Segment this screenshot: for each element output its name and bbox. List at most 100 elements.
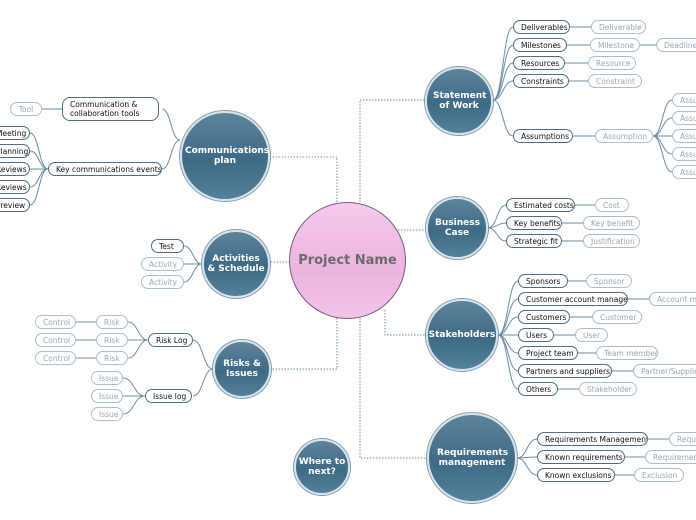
leaf-issue-1[interactable]: Issue: [91, 371, 123, 385]
leaf-requirement[interactable]: Requirement: [645, 450, 696, 464]
leaf-event-reviews-1[interactable]: Reviews: [0, 162, 30, 176]
leaf-key-benefit[interactable]: Key benefit: [583, 216, 640, 230]
subtopic-activity-2-label: Activity: [149, 278, 178, 287]
leaf-justification[interactable]: Justification: [583, 234, 640, 248]
topic-communications-plan[interactable]: Communications plan: [180, 111, 270, 201]
subtopic-resources[interactable]: Resources: [513, 56, 565, 70]
subtopic-estimated-costs[interactable]: Estimated costs: [506, 198, 575, 212]
subtopic-others[interactable]: Others: [518, 382, 558, 396]
subtopic-partners-and-suppliers[interactable]: Partners and suppliers: [518, 364, 612, 378]
topic-where-to-next[interactable]: Where to next?: [294, 439, 350, 495]
link-events-3: [29, 168, 49, 188]
leaf-partner-supplier-label: Partner/Supplier: [641, 367, 696, 376]
leaf-assumption-4-label: Assumption: [680, 150, 696, 159]
topic-requirements-management[interactable]: Requirements management: [427, 413, 517, 503]
subtopic-activity-1[interactable]: Activity: [141, 257, 184, 271]
subtopic-activity-2[interactable]: Activity: [141, 275, 184, 289]
leaf-account-manager-label: Account manager: [657, 295, 696, 304]
leaf-assumption-1-label: Assumption: [680, 96, 696, 105]
leaf-requirements-tool[interactable]: Requirements tool: [669, 432, 696, 446]
topic-statement-of-work[interactable]: Statement of Work: [425, 67, 493, 135]
subtopic-milestones[interactable]: Milestones: [513, 38, 567, 52]
leaf-event-preview-label: Preview: [0, 201, 26, 210]
leaf-risk-1-label: Risk: [104, 318, 120, 327]
leaf-risk-3[interactable]: Risk: [96, 351, 128, 365]
subtopic-requirements-management[interactable]: Requirements Management: [537, 432, 648, 446]
subtopic-sponsors[interactable]: Sponsors: [518, 274, 568, 288]
leaf-cost[interactable]: Cost: [595, 198, 629, 212]
leaf-control-2[interactable]: Control: [35, 333, 76, 347]
subtopic-known-exclusions[interactable]: Known exclusions: [537, 468, 615, 482]
leaf-assumption-4[interactable]: Assumption: [672, 147, 696, 161]
topic-business-case[interactable]: Business Case: [426, 197, 488, 259]
topic-stakeholders-label: Stakeholders: [428, 330, 496, 340]
topic-activities-schedule[interactable]: Activities & Schedule: [202, 230, 270, 298]
subtopic-constraints[interactable]: Constraints: [513, 74, 569, 88]
topic-risks-issues[interactable]: Risks & Issues: [213, 340, 271, 398]
leaf-exclusion[interactable]: Exclusion: [634, 468, 684, 482]
subtopic-users[interactable]: Users: [518, 328, 554, 342]
subtopic-risk-log[interactable]: Risk Log: [148, 333, 193, 347]
leaf-tool[interactable]: Tool: [10, 102, 42, 116]
link-sow-4: [492, 99, 514, 137]
leaf-issue-2[interactable]: Issue: [91, 389, 123, 403]
leaf-deliverable[interactable]: Deliverable: [591, 20, 646, 34]
subtopic-issue-log[interactable]: Issue log: [145, 389, 192, 403]
leaf-assumption-5[interactable]: Assumption: [672, 165, 696, 179]
leaf-customer[interactable]: Customer: [592, 310, 642, 324]
leaf-cost-label: Cost: [603, 201, 620, 210]
leaf-event-reviews-2-label: Reviews: [0, 183, 27, 192]
leaf-constraint-label: Constraint: [596, 77, 635, 86]
subtopic-milestones-label: Milestones: [521, 41, 561, 50]
leaf-account-manager[interactable]: Account manager: [649, 292, 696, 306]
leaf-event-planning[interactable]: Planning: [0, 144, 30, 158]
subtopic-assumptions[interactable]: Assumptions: [513, 129, 573, 143]
subtopic-collaboration-tools[interactable]: Communication & collaboration tools: [62, 97, 159, 121]
subtopic-key-communications-events[interactable]: Key communications events: [48, 162, 162, 176]
link-events-0: [29, 132, 49, 170]
leaf-assumption-3[interactable]: Assumption: [672, 129, 696, 143]
leaf-issue-3[interactable]: Issue: [91, 407, 123, 421]
leaf-deadline[interactable]: Deadline: [656, 38, 696, 52]
subtopic-deliverables[interactable]: Deliverables: [513, 20, 570, 34]
subtopic-project-team-label: Project team: [526, 349, 574, 358]
leaf-assumption[interactable]: Assumption: [595, 129, 653, 143]
leaf-assumption-1[interactable]: Assumption: [672, 93, 696, 107]
leaf-event-preview[interactable]: Preview: [0, 198, 30, 212]
leaf-constraint[interactable]: Constraint: [588, 74, 642, 88]
leaf-event-meeting[interactable]: Meeting: [0, 126, 30, 140]
topic-requirements-management-label: Requirements management: [437, 448, 509, 468]
leaf-team-member[interactable]: Team member: [596, 346, 658, 360]
subtopic-strategic-fit[interactable]: Strategic fit: [506, 234, 562, 248]
subtopic-customers[interactable]: Customers: [518, 310, 570, 324]
leaf-resource[interactable]: Resource: [588, 56, 636, 70]
leaf-partner-supplier[interactable]: Partner/Supplier: [633, 364, 696, 378]
topic-stakeholders[interactable]: Stakeholders: [426, 299, 498, 371]
subtopic-customer-account-manager[interactable]: Customer account manager: [518, 292, 628, 306]
central-topic[interactable]: Project Name: [289, 202, 406, 319]
leaf-milestone[interactable]: Milestone: [590, 38, 640, 52]
leaf-sponsor[interactable]: Sponsor: [586, 274, 632, 288]
subtopic-known-requirements[interactable]: Known requirements: [537, 450, 625, 464]
leaf-control-1[interactable]: Control: [35, 315, 76, 329]
leaf-risk-3-label: Risk: [104, 354, 120, 363]
leaf-risk-2[interactable]: Risk: [96, 333, 128, 347]
link-req-0: [516, 438, 538, 459]
subtopic-project-team[interactable]: Project team: [518, 346, 578, 360]
leaf-risk-1[interactable]: Risk: [96, 315, 128, 329]
leaf-user[interactable]: User: [575, 328, 608, 342]
leaf-team-member-label: Team member: [604, 349, 658, 358]
leaf-event-reviews-2[interactable]: Reviews: [0, 180, 30, 194]
subtopic-key-benefits[interactable]: Key benefits: [506, 216, 562, 230]
leaf-control-3[interactable]: Control: [35, 351, 76, 365]
subtopic-test[interactable]: Test: [151, 239, 184, 253]
subtopic-collaboration-tools-label: Communication & collaboration tools: [70, 100, 140, 118]
topic-business-case-label: Business Case: [435, 218, 480, 238]
leaf-assumption-2[interactable]: Assumption: [672, 111, 696, 125]
subtopic-issue-log-label: Issue log: [153, 392, 187, 401]
link-st-0: [497, 280, 519, 336]
leaf-event-reviews-1-label: Reviews: [0, 165, 27, 174]
link-center-risks: [271, 318, 338, 370]
topic-where-to-next-label: Where to next?: [298, 457, 346, 477]
leaf-stakeholder[interactable]: Stakeholder: [579, 382, 637, 396]
